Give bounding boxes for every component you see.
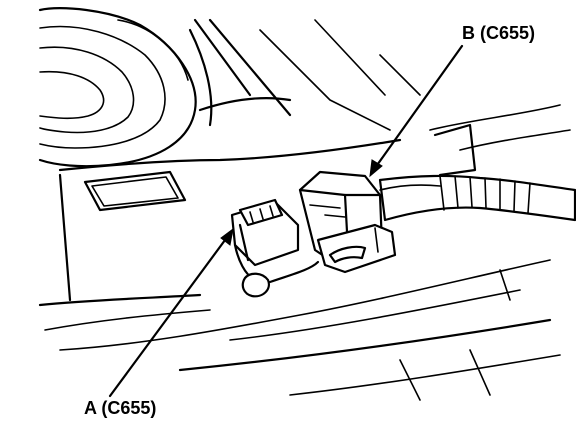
callout-b-label: B (C655)	[462, 23, 536, 43]
floor-pocket	[83, 170, 187, 212]
wire-harness	[378, 123, 576, 222]
floor-panel	[38, 18, 571, 401]
tire-well	[38, 7, 213, 168]
leader-a	[108, 227, 234, 398]
connector-a	[230, 198, 320, 298]
connector-b	[298, 170, 397, 274]
leader-b	[369, 44, 464, 178]
callout-a-label: A (C655)	[84, 398, 157, 418]
